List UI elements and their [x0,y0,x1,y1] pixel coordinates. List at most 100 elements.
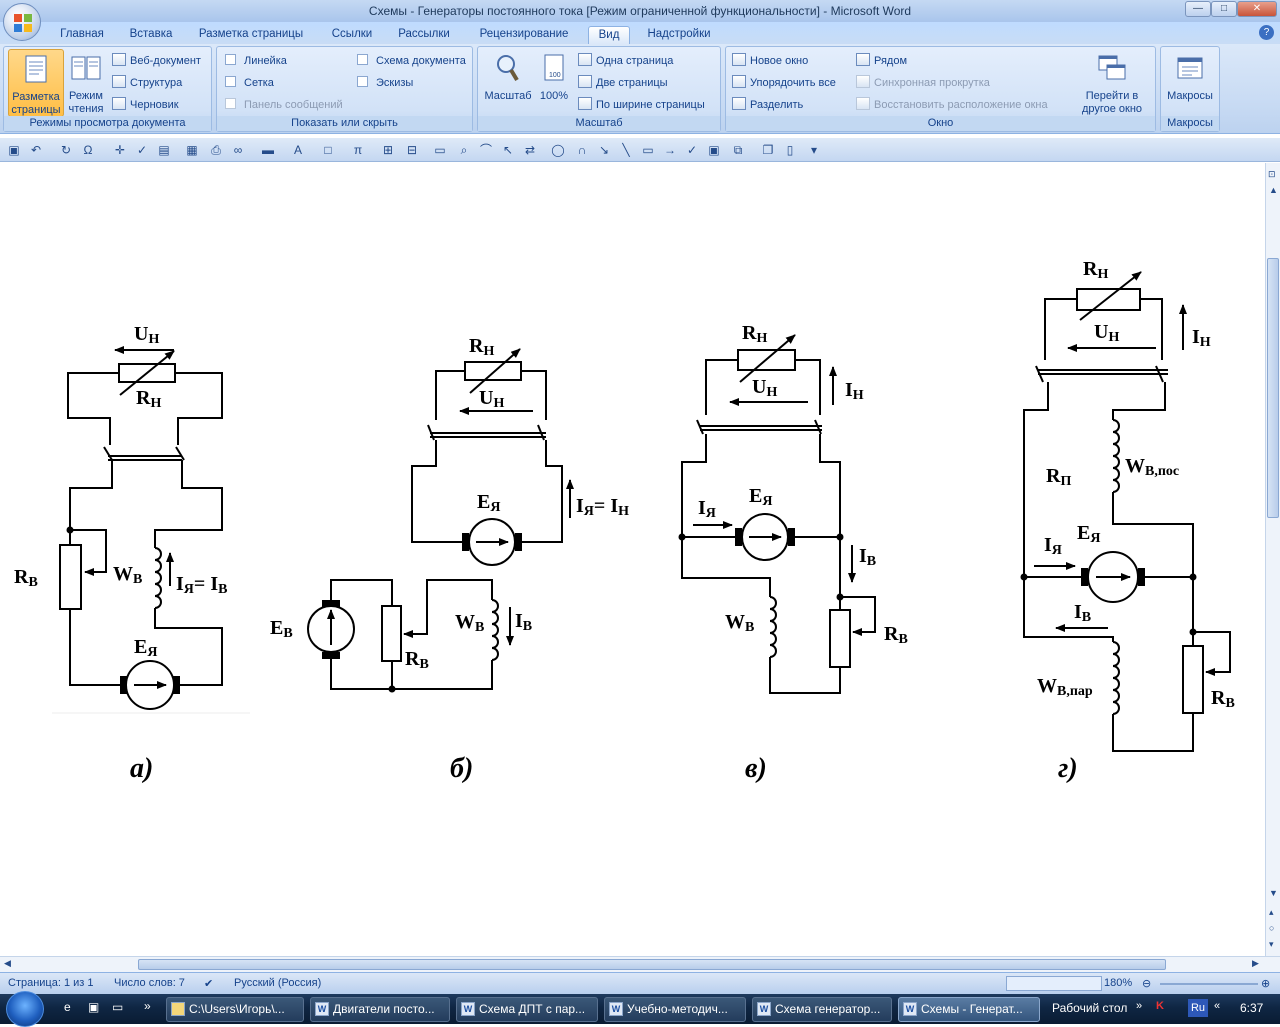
customize-dropdown-icon[interactable]: ▾ [810,143,818,157]
zoom-button[interactable]: Масштаб [481,49,535,117]
link-icon[interactable]: ∞ [233,143,243,157]
language-status[interactable]: Русский (Россия) [234,977,322,989]
next-page-icon[interactable]: ▾ [1269,939,1274,949]
table-icon[interactable]: ▦ [186,143,198,157]
arc-icon[interactable]: ⌒ [479,143,492,157]
connector-icon[interactable]: ⇄ [524,143,536,157]
font-color-icon[interactable]: A [293,143,302,157]
shape-icon[interactable]: □ [324,143,332,157]
copy-icon[interactable]: ❐ [762,143,774,157]
word-count[interactable]: Число слов: 7 [114,977,185,989]
horizontal-scroll-thumb[interactable] [138,959,1166,970]
crosshair-icon[interactable]: ✛ [114,143,126,157]
draft-button[interactable]: Черновик [112,97,179,115]
browse-object-icon[interactable]: ○ [1269,923,1275,933]
document-area[interactable]: UН RН RВ WВ IЯ= IВ EЯ а) RН UН EЯ IЯ= IН… [0,163,1265,956]
save-icon[interactable]: ▣ [8,143,20,157]
tab-page-layout[interactable]: Разметка страницы [198,28,304,40]
ungroup-icon[interactable]: ⊟ [406,143,418,157]
zoom-level[interactable]: 180% [1104,977,1133,989]
page-icon[interactable]: ▯ [786,143,794,157]
zoom-out-icon[interactable]: ⊖ [1142,978,1152,990]
ruler-toggle-icon[interactable]: ⊡ [1268,169,1276,179]
scroll-down-icon[interactable]: ▼ [1269,888,1278,898]
page-count[interactable]: Страница: 1 из 1 [8,977,94,989]
select-icon[interactable]: ↖ [502,143,514,157]
scroll-up-icon[interactable]: ▲ [1269,185,1278,195]
toolbar-expand-icon[interactable]: » [1136,1000,1143,1012]
undo-icon[interactable]: ↶ [30,143,42,157]
proofing-icon[interactable]: ✔ [204,978,214,990]
two-pages-button[interactable]: Две страницы [578,75,668,93]
side-by-side-button[interactable]: Рядом [856,53,907,71]
zoom-icon[interactable]: ⌕ [460,143,468,157]
textbox-icon[interactable]: ▭ [434,143,446,157]
prev-page-icon[interactable]: ▴ [1269,907,1274,917]
web-layout-button[interactable]: Веб-документ [112,53,201,71]
equation-icon[interactable]: π [353,143,363,157]
rectangle-icon[interactable]: ▭ [642,143,654,157]
view-buttons[interactable] [1006,976,1102,991]
tab-references[interactable]: Ссылки [331,28,373,40]
scroll-right-icon[interactable]: ▶ [1252,958,1259,968]
switch-window-button[interactable]: Перейти в другое окно [1072,49,1152,117]
desktop-icon[interactable]: ▭ [112,1000,124,1014]
one-page-button[interactable]: Одна страница [578,53,673,71]
arrow-line-icon[interactable]: ↘ [598,143,610,157]
scroll-left-icon[interactable]: ◀ [4,958,11,968]
grid-checkbox[interactable]: Сетка [225,75,274,93]
more-icon[interactable]: » [144,999,151,1013]
help-icon[interactable]: ? [1259,25,1274,40]
tab-home[interactable]: Главная [60,28,104,40]
tab-mailings[interactable]: Рассылки [398,28,450,40]
picture-icon[interactable]: ▤ [158,143,170,157]
tab-insert[interactable]: Вставка [129,28,173,40]
print-icon[interactable]: ⎙ [211,143,221,157]
oval-icon[interactable]: ◯ [551,143,565,157]
symbol-icon[interactable]: Ω [83,143,93,157]
zoom-slider[interactable] [1160,983,1258,985]
vertical-scroll-thumb[interactable] [1267,258,1279,518]
arrange-icon[interactable]: ⧉ [733,143,743,157]
page-width-button[interactable]: По ширине страницы [578,97,705,115]
explorer-icon[interactable]: ▣ [88,1000,100,1014]
office-button[interactable] [3,3,41,41]
desktop-toolbar[interactable]: Рабочий стол [1052,1001,1128,1015]
ruler-checkbox[interactable]: Линейка [225,53,287,71]
horizontal-scrollbar[interactable]: ◀ ▶ [0,956,1280,972]
clock[interactable]: 6:37 [1240,1001,1264,1015]
task-explorer[interactable]: C:\Users\Игорь\... [166,997,304,1022]
page-layout-button[interactable]: Разметка страницы [8,49,64,117]
minimize-button[interactable]: — [1185,1,1211,17]
new-window-button[interactable]: Новое окно [732,53,808,71]
curve-icon[interactable]: ∩ [577,143,587,157]
group-icon[interactable]: ⊞ [382,143,394,157]
vertical-scrollbar[interactable]: ⊡ ▲ ▼ ▴ ○ ▾ [1265,163,1280,956]
language-indicator[interactable]: Ru [1188,999,1208,1017]
ie-icon[interactable]: e [64,1000,71,1014]
macros-button[interactable]: Макросы [1163,49,1217,117]
outline-button[interactable]: Структура [112,75,182,93]
zoom-100-button[interactable]: 100 100% [536,49,572,117]
spelling-icon[interactable]: ✓ [136,143,148,157]
reading-mode-button[interactable]: Режим чтения [66,49,106,117]
line-icon[interactable]: ╲ [622,143,630,157]
zoom-in-icon[interactable]: ⊕ [1261,978,1271,990]
close-button[interactable]: ✕ [1237,1,1277,17]
tab-review[interactable]: Рецензирование [479,28,569,40]
tab-view[interactable]: Вид [588,26,630,44]
split-button[interactable]: Разделить [732,97,803,115]
doc-map-checkbox[interactable]: Схема документа [357,53,466,71]
antivirus-icon[interactable]: K [1156,1000,1164,1012]
maximize-button[interactable]: □ [1211,1,1237,17]
arrange-all-button[interactable]: Упорядочить все [732,75,836,93]
redo-icon[interactable]: ↻ [60,143,72,157]
abc-icon[interactable]: ✓ [686,143,698,157]
start-button[interactable] [6,991,44,1027]
frame-icon[interactable]: ▣ [708,143,720,157]
tray-expand-icon[interactable]: « [1214,1000,1221,1012]
